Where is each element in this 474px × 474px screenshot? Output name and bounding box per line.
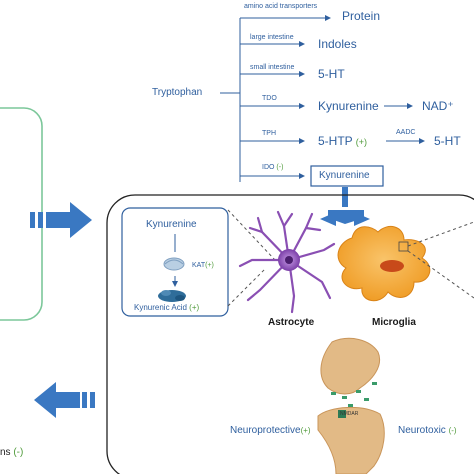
product-5htp-label: 5-HTP <box>318 134 353 148</box>
product-nad: NAD⁺ <box>422 99 454 113</box>
left-side-panel <box>0 107 43 321</box>
neuroprotective-label: Neuroprotective(+) <box>230 426 311 436</box>
product-indoles: Indoles <box>318 37 357 51</box>
left-arrow <box>34 382 95 418</box>
inset-kynurenine: Kynurenine <box>146 219 197 230</box>
brain-panel <box>106 194 474 474</box>
neurotoxic-text: Neurotoxic <box>398 425 446 436</box>
source-tryptophan: Tryptophan <box>152 87 203 98</box>
microglia-nucleus <box>380 260 404 272</box>
neurotoxic-label: Neurotoxic (-) <box>398 426 457 436</box>
label-tph: TPH <box>262 130 276 137</box>
postsynaptic-terminal <box>317 406 385 474</box>
cut-off-label: ns (-) <box>0 448 23 458</box>
product-kynurenine-boxed: Kynurenine <box>319 170 370 181</box>
label-ido: IDO (-) <box>262 164 283 171</box>
kynurenic-acid-icon <box>158 290 186 302</box>
product-5htp: 5-HTP (+) <box>318 135 367 147</box>
nmdar-label: NMDAR <box>340 411 359 417</box>
microglia-zoom-box <box>398 241 409 252</box>
cut-off-modifier: (-) <box>13 447 24 458</box>
microglia-label: Microglia <box>372 317 416 328</box>
kat-enzyme-icon <box>163 257 185 271</box>
inset-kynurenic-acid-label: Kynurenic Acid <box>134 303 187 312</box>
cut-off-text: ns <box>0 447 11 458</box>
inset-kynurenic-acid-modifier: (+) <box>189 303 200 312</box>
label-small-intestine: small intestine <box>250 64 295 71</box>
inset-kat-modifier: (+) <box>205 262 214 269</box>
right-arrow <box>30 202 92 238</box>
product-kynurenine-1: Kynurenine <box>318 99 379 113</box>
astrocyte-icon <box>238 210 336 314</box>
inset-connector-top <box>227 209 276 261</box>
label-tdo: TDO <box>262 95 277 102</box>
neuroprotective-modifier: (+) <box>300 426 311 435</box>
inset-kynurenic-acid: Kynurenic Acid (+) <box>134 304 199 312</box>
t-connector <box>320 187 370 226</box>
inset-connector-bottom <box>227 267 267 307</box>
product-5htp-modifier: (+) <box>355 137 368 147</box>
label-ido-modifier: (-) <box>276 164 284 171</box>
neurotransmitter-dots <box>331 382 377 407</box>
product-5ht-2: 5-HT <box>434 134 461 148</box>
neurotoxic-modifier: (-) <box>448 426 457 435</box>
presynaptic-terminal <box>320 337 380 395</box>
nmdar-receptor-icon <box>338 410 346 418</box>
pathway-tree <box>220 15 425 182</box>
product-5ht-1: 5-HT <box>318 67 345 81</box>
label-aadc: AADC <box>396 129 416 136</box>
astrocyte-label: Astrocyte <box>268 317 315 328</box>
label-ido-text: IDO <box>262 164 275 171</box>
label-large-intestine: large intestine <box>250 34 294 41</box>
inset-kat-label: KAT <box>192 262 206 269</box>
label-amino-acid-transporters: amino acid transporters <box>244 3 318 10</box>
neuroprotective-text: Neuroprotective <box>230 425 301 436</box>
kynurenine-box <box>310 165 384 187</box>
product-protein: Protein <box>342 9 381 23</box>
inset-kat: KAT(+) <box>192 262 214 269</box>
